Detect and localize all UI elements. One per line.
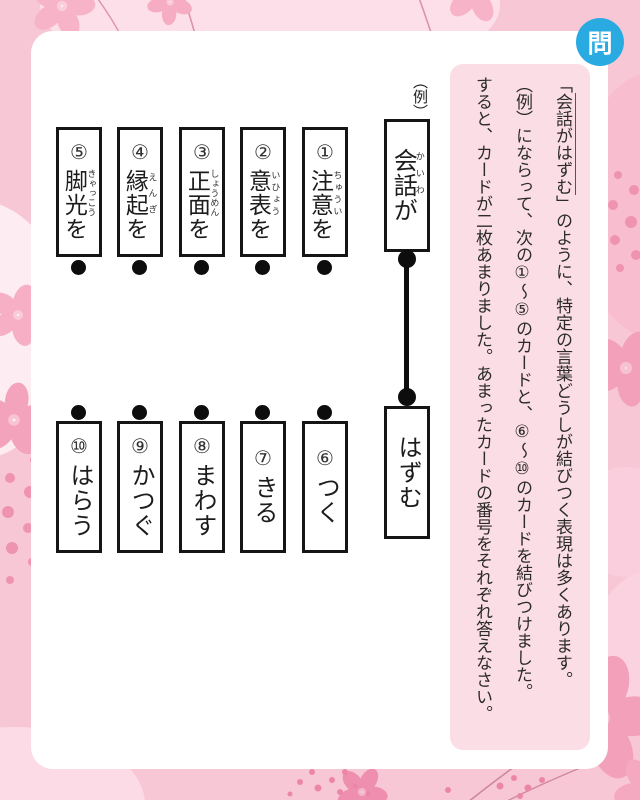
instruction-text: 「会話がはずむ」のように、特定の言葉どうしが結びつく表現は多くあります。 （例）…	[450, 64, 590, 750]
ruby-furigana: しょうめん	[209, 169, 220, 217]
card-4: ④ 縁起えんぎを	[117, 127, 163, 257]
card-suffix: を	[61, 217, 88, 241]
card-2: ② 意表いひょうを	[240, 127, 286, 257]
card-suffix: を	[245, 217, 272, 241]
card-3: ③ 正面しょうめんを	[179, 127, 225, 257]
example-top-card: 会話かいわが	[384, 119, 430, 252]
card-number: ④	[131, 142, 149, 164]
card-2-dot	[255, 260, 270, 275]
card-text: つく	[311, 475, 339, 525]
ruby-base: 縁起	[122, 169, 149, 217]
emphasized-phrase: 会話がはずむ	[553, 93, 576, 195]
card-text: 正面しょうめんを	[184, 169, 220, 241]
connector-line	[404, 259, 409, 396]
instruction-panel: 「会話がはずむ」のように、特定の言葉どうしが結びつく表現は多くあります。 （例）…	[450, 64, 590, 750]
ruby-furigana: きゃっこう	[86, 169, 97, 217]
card-text: 注意ちゅういを	[307, 169, 343, 241]
ruby-base: 会話	[389, 148, 417, 198]
quote-open: 「	[553, 76, 572, 93]
card-text: 縁起えんぎを	[122, 169, 158, 241]
card-10-dot	[71, 405, 86, 420]
instruction-line-3: すると、カードが二枚あまりました。あまったカードの番号をそれぞれ答えなさい。	[473, 76, 492, 722]
ruby-base: 脚光	[61, 169, 88, 217]
instruction-line-1-rest: 」のように、特定の言葉どうしが結びつく表現は多くあります。	[553, 195, 572, 688]
card-10: ⑩ はらう	[56, 421, 102, 553]
card-text: はらう	[65, 462, 93, 538]
card-number: ⑦	[254, 448, 272, 470]
card-4-dot	[132, 260, 147, 275]
card-text: 会話かいわが	[389, 148, 425, 223]
question-badge: 問	[576, 18, 624, 66]
card-suffix: を	[307, 217, 334, 241]
ruby-furigana: えんぎ	[147, 169, 158, 217]
card-number: ③	[193, 142, 211, 164]
card-5-dot	[71, 260, 86, 275]
card-text: かつぐ	[126, 462, 154, 538]
dots-cluster	[445, 775, 545, 799]
card-5: ⑤ 脚光きゃっこうを	[56, 127, 102, 257]
ruby-furigana: ちゅうい	[332, 169, 343, 217]
ruby-base: 意表	[245, 169, 272, 217]
card-text: はずむ	[393, 435, 421, 510]
card-9-dot	[132, 405, 147, 420]
ruby-base: 正面	[184, 169, 211, 217]
ruby-furigana: かいわ	[414, 148, 425, 198]
card-number: ⑧	[193, 435, 211, 458]
connector-dot-top	[398, 250, 416, 268]
card-number: ⑤	[70, 142, 88, 164]
card-6-dot	[317, 405, 332, 420]
card-number: ⑨	[131, 435, 149, 458]
card-suffix: を	[184, 217, 211, 241]
card-8: ⑧ まわす	[179, 421, 225, 553]
card-suffix: を	[122, 217, 149, 241]
card-number: ⑩	[70, 435, 88, 458]
instruction-line-1: 「会話がはずむ」のように、特定の言葉どうしが結びつく表現は多くあります。	[542, 76, 582, 738]
badge-label: 問	[587, 30, 613, 58]
card-text: 脚光きゃっこうを	[61, 169, 97, 241]
example-label: （例）	[411, 73, 428, 119]
card-8-dot	[194, 405, 209, 420]
card-number: ②	[254, 142, 272, 164]
card-text: 意表いひょうを	[245, 169, 281, 241]
ruby-base: 注意	[307, 169, 334, 217]
card-1-dot	[317, 260, 332, 275]
ruby-furigana: いひょう	[270, 169, 281, 217]
instruction-line-2: （例）にならって、次の①〜⑤のカードと、⑥〜⑩のカードを結びつけました。	[513, 76, 532, 700]
connector-dot-bottom	[398, 388, 416, 406]
example-bottom-card: はずむ	[384, 406, 430, 539]
card-9: ⑨ かつぐ	[117, 421, 163, 553]
card-suffix: が	[389, 198, 417, 223]
card-7: ⑦ きる	[240, 421, 286, 553]
card-text: まわす	[188, 462, 216, 538]
card-number: ①	[316, 142, 334, 164]
card-7-dot	[255, 405, 270, 420]
card-number: ⑥	[316, 448, 334, 470]
card-1: ① 注意ちゅういを	[302, 127, 348, 257]
card-text: きる	[249, 475, 277, 525]
card-6: ⑥ つく	[302, 421, 348, 553]
card-3-dot	[194, 260, 209, 275]
